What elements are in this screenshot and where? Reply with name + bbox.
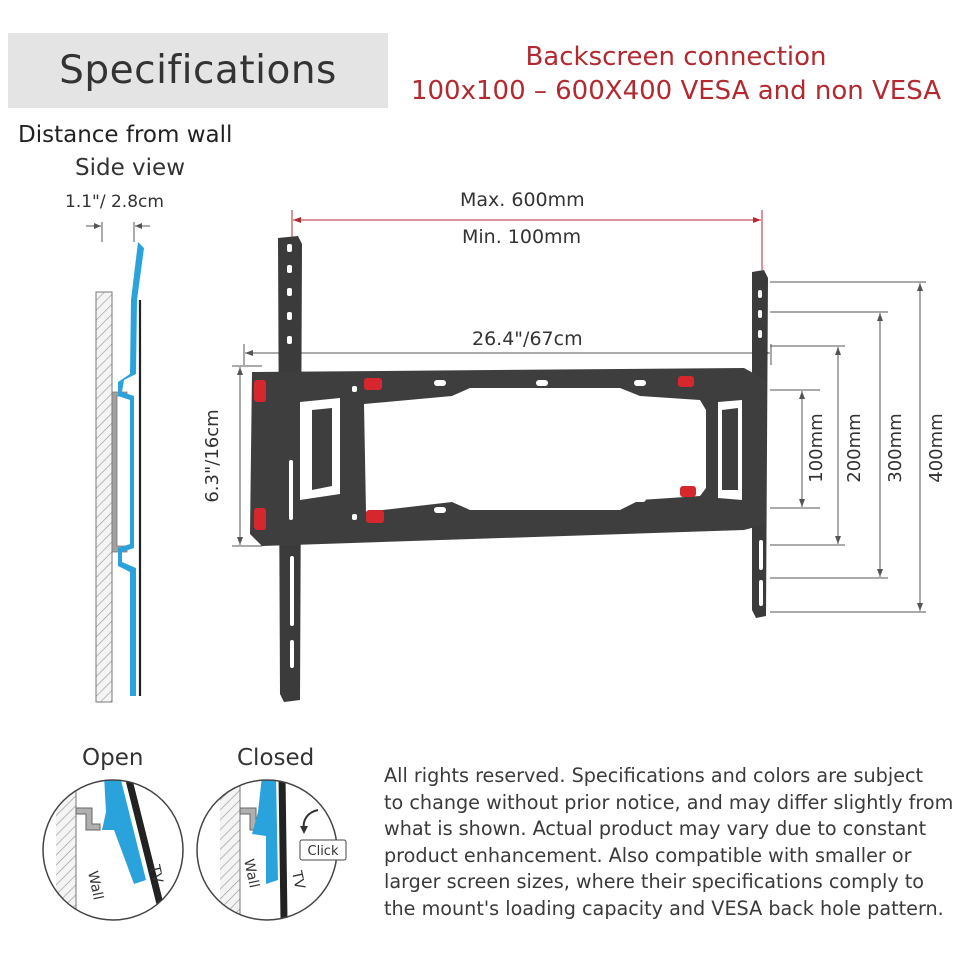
wall-bracket-front-view: [232, 210, 926, 702]
bracket-width-label: 26.4"/67cm: [472, 328, 583, 350]
vesa-100mm-label: 100mm: [806, 413, 827, 482]
closed-wall-label: Wall: [240, 858, 262, 890]
side-view-label: Side view: [75, 155, 186, 181]
disclaimer-line: larger screen sizes, where their specifi…: [384, 870, 925, 893]
specifications-header: Specifications: [8, 33, 388, 108]
connection-vesa-range: 100x100 – 600X400 VESA and non VESA: [410, 76, 942, 106]
specifications-title: Specifications: [59, 48, 337, 93]
disclaimer-line: All rights reserved. Specifications and …: [384, 764, 924, 787]
wall-hatch: [95, 291, 113, 703]
open-tv-label: TV: [146, 863, 166, 885]
side-view-diagram: [86, 222, 150, 703]
click-label: Click: [308, 844, 339, 859]
wall-distance-value: 1.1"/ 2.8cm: [65, 192, 164, 212]
connection-title: Backscreen connection: [525, 42, 827, 72]
disclaimer-text: All rights reserved. Specifications and …: [384, 763, 954, 922]
bracket-height-label: 6.3"/16cm: [202, 409, 223, 502]
disclaimer-line: the mount's loading capacity and VESA ba…: [384, 896, 944, 920]
closed-label: Closed: [237, 745, 315, 771]
open-label: Open: [82, 745, 144, 771]
disclaimer-line: what is shown. Actual product may vary d…: [384, 817, 927, 840]
vesa-400mm-label: 400mm: [926, 413, 947, 482]
open-detail-circle: Wall TV: [42, 779, 184, 921]
disclaimer-line: product enhancement. Also compatible wit…: [384, 843, 912, 867]
vesa-height-dimensions: [770, 281, 926, 613]
max-width-label: Max. 600mm: [460, 189, 585, 211]
disclaimer-line: to change without prior notice, and may …: [384, 790, 954, 814]
vesa-200mm-label: 200mm: [844, 413, 865, 482]
min-width-label: Min. 100mm: [462, 226, 582, 248]
bracket-profile: [111, 391, 128, 553]
closed-tv-label: TV: [288, 869, 308, 891]
vesa-300mm-label: 300mm: [885, 413, 906, 482]
open-wall-label: Wall: [84, 870, 106, 902]
red-safety-locks: [254, 376, 696, 530]
distance-from-wall-label: Distance from wall: [18, 122, 233, 148]
bracket-cutout: [364, 388, 706, 512]
closed-detail-circle: Click Wall TV: [196, 779, 347, 921]
click-badge: [299, 839, 347, 861]
tv-mount-plate: [118, 242, 144, 696]
